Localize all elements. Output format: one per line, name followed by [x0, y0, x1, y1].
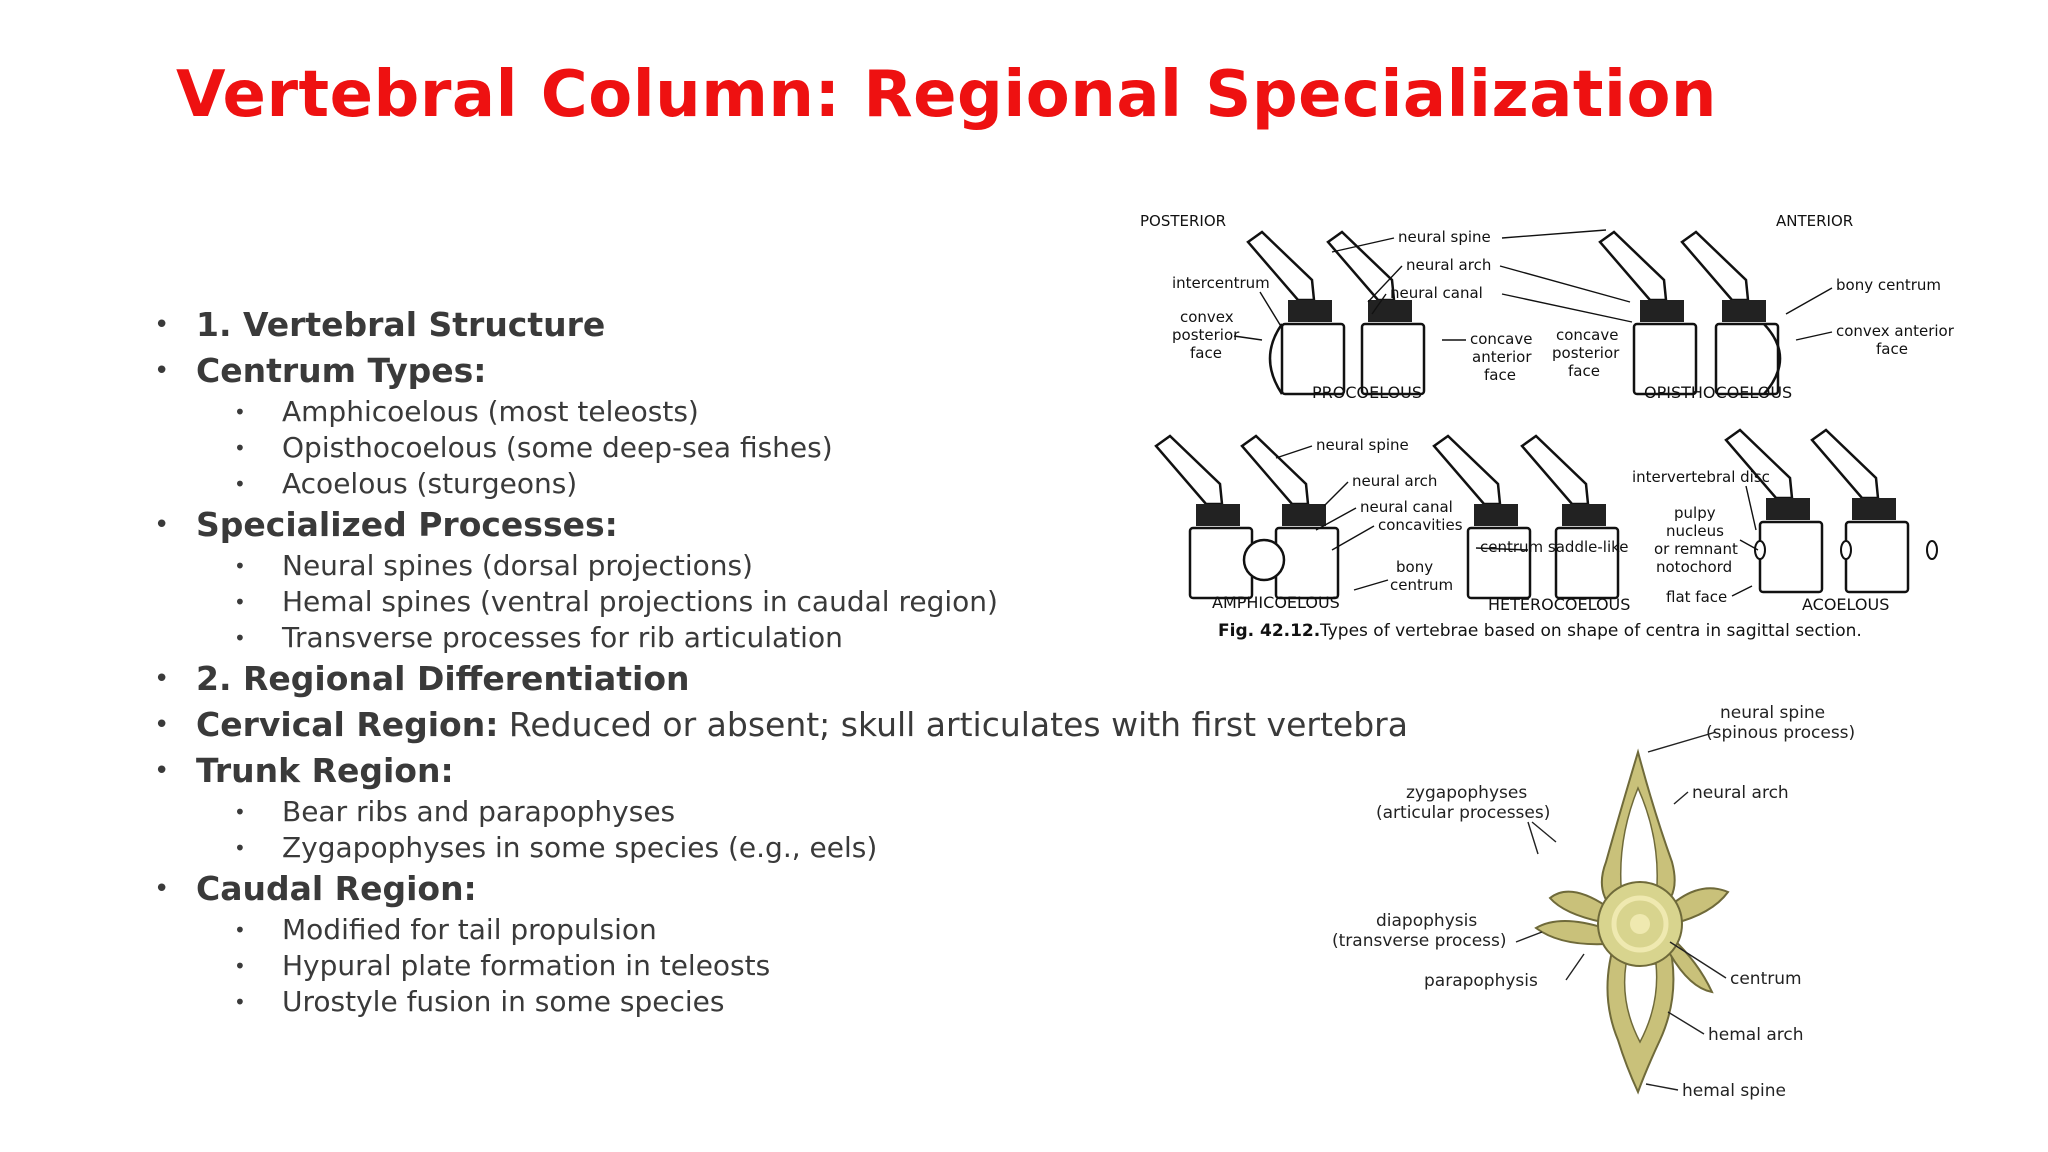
label-neural-arch: neural arch [1406, 256, 1491, 274]
label-transverse-process: (transverse process) [1332, 931, 1507, 951]
vertebrae-types-figure: POSTERIOR ANTERIOR neural spine neural a… [1140, 212, 1955, 641]
label-centrum: centrum [1730, 969, 1802, 989]
sub-bullet: Opisthocoelous (some deep-sea fishes) [150, 430, 1330, 466]
sub-bullet: Acoelous (sturgeons) [150, 466, 1330, 502]
heterocoelous-vertebra-2 [1520, 434, 1620, 600]
sub-bullet: Urostyle fusion in some species [150, 984, 1330, 1020]
sub-bullet: Amphicoelous (most teleosts) [150, 394, 1330, 430]
sub-bullet: Hemal spines (ventral projections in cau… [150, 584, 1330, 620]
label-neural-arch: neural arch [1692, 783, 1789, 803]
opisthocoelous-vertebra-1 [1598, 230, 1698, 396]
label-concave-anterior: anterior [1472, 348, 1532, 366]
label-convex-anterior: convex anterior [1836, 322, 1955, 340]
bullet-label: Caudal Region: [196, 869, 477, 908]
sub-bullet: Zygapophyses in some species (e.g., eels… [150, 830, 1330, 866]
label-intervertebral-disc: intervertebral disc [1632, 468, 1770, 486]
bullet-label: 2. Regional Differentiation [196, 659, 690, 698]
sub-bullet: Modified for tail propulsion [150, 912, 1330, 948]
label-neural-spine: neural spine [1398, 228, 1491, 246]
sub-bullet: Transverse processes for rib articulatio… [150, 620, 1330, 656]
label-centrum-saddle: centrum saddle-like [1480, 538, 1629, 556]
acoelous-vertebra-1 [1724, 428, 1824, 594]
figure-caption-number: Fig. 42.12. [1218, 621, 1320, 641]
label-convex-posterior: posterior [1172, 326, 1240, 344]
label-flat-face: flat face [1666, 588, 1727, 606]
label-pulpy-nucleus: nucleus [1666, 522, 1724, 540]
sub-bullet: Neural spines (dorsal projections) [150, 548, 1330, 584]
bullet-label: Specialized Processes: [196, 505, 618, 544]
label-parapophysis: parapophysis [1424, 971, 1538, 991]
bullet-vertebral-structure: 1. Vertebral Structure [150, 302, 1330, 348]
zygapophysis-shape [1548, 890, 1608, 924]
slide-title: Vertebral Column: Regional Specializatio… [176, 58, 1717, 132]
right-process-shape [1668, 887, 1730, 926]
label-articular-processes: (articular processes) [1376, 803, 1550, 823]
type-acoelous: ACOELOUS [1802, 595, 1889, 614]
type-heterocoelous: HETEROCOELOUS [1488, 595, 1630, 614]
label-zygapophyses: zygapophyses [1406, 783, 1527, 803]
label-concave-posterior: face [1568, 362, 1600, 380]
label-hemal-spine: hemal spine [1682, 1081, 1786, 1101]
figure-caption: Types of vertebrae based on shape of cen… [1319, 621, 1862, 641]
bullet-centrum-types: Centrum Types: [150, 348, 1330, 394]
bullet-text: Reduced or absent; skull articulates wit… [498, 705, 1408, 744]
label-diapophysis: diapophysis [1376, 911, 1477, 931]
label-spinous-process: (spinous process) [1706, 723, 1855, 743]
label-convex-posterior: face [1190, 344, 1222, 362]
procoelous-vertebra-1 [1246, 230, 1346, 396]
label-concave-posterior: posterior [1552, 344, 1620, 362]
label-convex-posterior: convex [1180, 308, 1234, 326]
bullet-label: Cervical Region: [196, 705, 499, 744]
bullet-trunk-region: Trunk Region: [150, 748, 1330, 794]
label-neural-arch: neural arch [1352, 472, 1437, 490]
sub-bullet: Bear ribs and parapophyses [150, 794, 1330, 830]
label-neural-spine: neural spine [1720, 703, 1825, 723]
label-concave-anterior: concave [1470, 330, 1532, 348]
posterior-label: POSTERIOR [1140, 212, 1226, 230]
label-neural-spine: neural spine [1316, 436, 1409, 454]
vertebra-anatomy-figure: neural spine (spinous process) neural ar… [1332, 703, 1855, 1101]
label-pulpy-nucleus: or remnant [1654, 540, 1738, 558]
label-intercentrum: intercentrum [1172, 274, 1270, 292]
amphicoelous-vertebra-1 [1154, 434, 1254, 600]
label-bony-centrum: bony centrum [1836, 276, 1941, 294]
label-bony-centrum: bony [1396, 558, 1433, 576]
acoelous-vertebra-2 [1810, 428, 1910, 594]
label-pulpy-nucleus: pulpy [1674, 504, 1716, 522]
label-neural-canal: neural canal [1360, 498, 1453, 516]
bullet-specialized-processes: Specialized Processes: [150, 502, 1330, 548]
bullet-list: 1. Vertebral Structure Centrum Types: Am… [150, 302, 1408, 1020]
label-convex-anterior: face [1876, 340, 1908, 358]
sub-bullet: Hypural plate formation in teleosts [150, 948, 1330, 984]
label-hemal-arch: hemal arch [1708, 1025, 1804, 1045]
label-concave-anterior: face [1484, 366, 1516, 384]
label-pulpy-nucleus: notochord [1656, 558, 1732, 576]
diapophysis-shape [1534, 920, 1608, 946]
bullet-regional-differentiation: 2. Regional Differentiation [150, 656, 1330, 702]
label-neural-canal: neural canal [1390, 284, 1483, 302]
bullet-cervical-region: Cervical Region: Reduced or absent; skul… [150, 702, 1408, 748]
label-bony-centrum: centrum [1390, 576, 1453, 594]
type-procoelous: PROCOELOUS [1312, 383, 1422, 402]
bullet-caudal-region: Caudal Region: [150, 866, 1330, 912]
bullet-label: 1. Vertebral Structure [196, 305, 606, 344]
bullet-label: Centrum Types: [196, 351, 487, 390]
anterior-label: ANTERIOR [1776, 212, 1853, 230]
label-concave-posterior: concave [1556, 326, 1618, 344]
label-concavities: concavities [1378, 516, 1463, 534]
bullet-label: Trunk Region: [196, 751, 454, 790]
type-amphicoelous: AMPHICOELOUS [1212, 593, 1340, 612]
type-opisthocoelous: OPISTHOCOELOUS [1644, 383, 1792, 402]
